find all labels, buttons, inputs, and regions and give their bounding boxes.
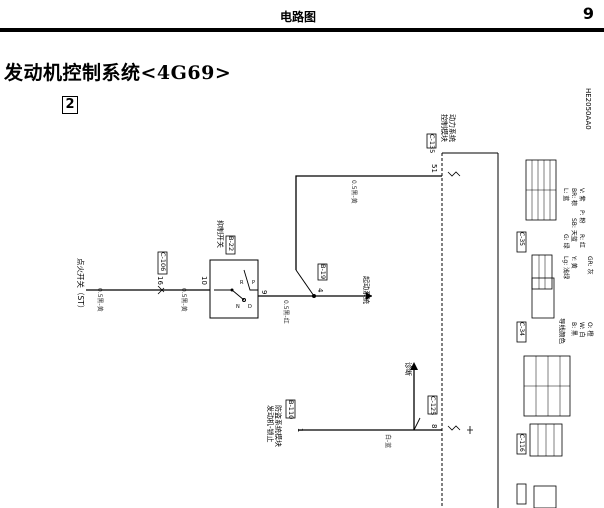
starter-branch: 0.5黑-红 4 B-19 起动系统 [258,263,372,324]
inhibitor-pos-d: D [248,304,252,310]
legend-r: R: 红 [578,234,586,248]
ignition-wire: 0.5黑-黄 [96,288,104,312]
legend-y: Y: 黄 [570,255,578,269]
section-title-cn: 发动机控制系统 [4,62,141,84]
legend-title: 导线颜色 [558,318,567,345]
wire-label-bottom: 白-蓝 [384,434,392,448]
pin-51-label: 51 [430,164,438,173]
pin-16-label: 16 [156,276,164,285]
inhibitor-switch: 抑制开关 B-22 10 9 R P N D [200,220,268,319]
legend-l: L: 蓝 [562,188,570,201]
inhibitor-pos-r: R [240,280,244,286]
immobilizer-module: 发动机-锁止 防盗系统模块 B-110 1 白-蓝 8 C-125 诊断 [266,362,473,448]
section-model: <4G69> [140,62,232,84]
pin-10-label: 10 [200,276,208,285]
starter-label: 起动系统 [362,276,371,304]
connector-b110: B-110 [287,400,295,419]
doc-code: HE2050AA0 [584,88,592,130]
connector-layouts: C-35 C-34 C-116 [516,159,571,508]
section-title: 发动机控制系统<4G69> [4,58,231,85]
legend-b: B: 黑 [570,322,577,336]
security-label-2: 防盗系统模块 [274,405,283,447]
security-label-1: 发动机-锁止 [266,405,275,443]
pin-4-label: 4 [316,288,324,293]
pin-51-wire: 51 0.5黑-黄 [295,164,461,270]
ignition-switch: 点火开关（ST） 0.5黑-黄 16 C-106 0.5黑-黄 [76,251,210,312]
legend-w: W: 白 [578,322,586,338]
diag-label: 诊断 [404,362,413,376]
connector-c116: C-116 [518,434,525,452]
connector-c125: C-125 [429,396,437,415]
legend-lg: Lg: 浅绿 [562,256,570,279]
pin-8-label: 8 [430,424,438,428]
inhibitor-label: 抑制开关 [216,220,225,248]
ignition-label: 点火开关（ST） [76,258,86,312]
header-rule [0,28,604,32]
page-number: 9 [582,4,594,23]
connector-b22: B-22 [227,236,235,251]
legend-p: P: 粉 [578,210,586,224]
legend-g: G: 绿 [562,234,570,249]
pcm-label-2: 控制模块 [440,114,449,142]
connector-c34: C-34 [518,322,525,336]
pcm-module: 动力系统 控制模块 C-135 [426,114,499,508]
legend-gr: GR: 灰 [586,256,594,275]
pin-9-label: 9 [260,290,268,294]
wire-label-top: 0.5黑-黄 [350,180,358,204]
pcm-label-1: 动力系统 [448,114,457,142]
legend-o: O: 橙 [586,322,594,337]
figure-number-box: 2 [62,96,78,114]
wire-label-mid: 0.5黑-黄 [180,288,188,312]
connector-b19: B-19 [319,264,327,279]
connector-c106: C-106 [159,252,167,271]
color-legend: 导线颜色 B: 黑 W: 白 O: 橙 Lg: 浅绿 Y: 黄 G: 绿 L: … [558,188,594,345]
inhibitor-pos-p: P [252,280,255,286]
page-header: 电路图 9 [0,0,604,32]
legend-sb: SB: 天蓝 [570,218,578,242]
header-title: 电路图 [280,10,317,24]
legend-v: V: 紫 [578,188,586,202]
pcm-connector: C-135 [428,134,436,153]
legend-br: BR: 棕 [570,188,578,206]
connector-c35: C-35 [518,232,525,246]
inhibitor-pos-n: N [236,304,240,310]
wire-label-low: 0.5黑-红 [282,300,290,324]
